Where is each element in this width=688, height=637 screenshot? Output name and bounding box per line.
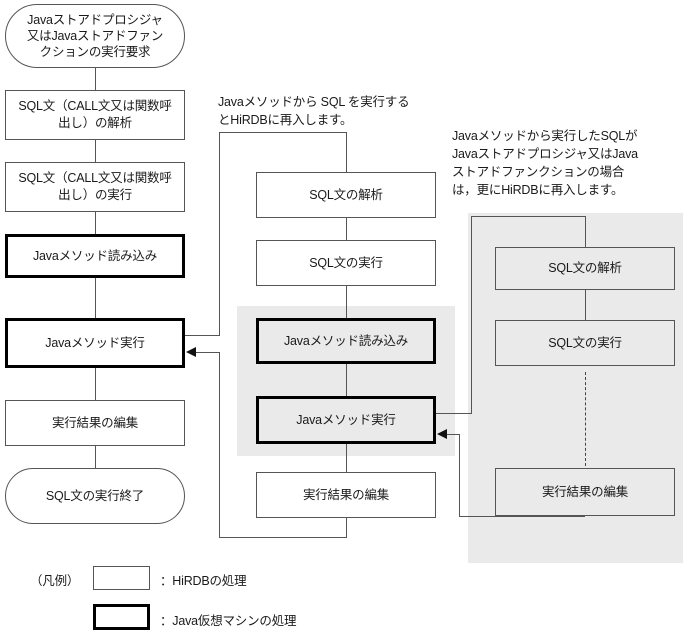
node-end-label: SQL文の実行終了: [45, 488, 145, 503]
node-middle-java-method-load: Javaメソッド読み込み: [256, 318, 436, 364]
legend-label: （凡例）: [30, 574, 80, 588]
node-left-result-edit: 実行結果の編集: [5, 400, 185, 446]
connector-middle-to-left-v: [219, 352, 220, 538]
node-left-sql-parse-label: SQL文（CALL文又は関数呼 出し）の解析: [18, 99, 172, 130]
connector-middle-to-left-h2: [195, 352, 220, 353]
node-left-java-method-execute-label: Javaメソッド実行: [45, 335, 145, 350]
connector-middle-to-right-h2: [471, 216, 585, 217]
connector-r1-to-r2: [585, 290, 586, 320]
connector-middle-to-left-h1: [219, 537, 346, 538]
connector-start-to-l1: [95, 68, 96, 90]
legend-swatch-jvm: [93, 604, 150, 630]
legend-swatch-hirdb: [93, 566, 150, 590]
note-right-nested-reentry: Javaメソッドから実行したSQLが Javaストアドプロシジャ又はJava ス…: [452, 129, 638, 198]
node-left-result-edit-label: 実行結果の編集: [51, 415, 139, 430]
connector-l4-to-l5: [95, 368, 96, 400]
connector-middle-to-right-h1: [436, 413, 471, 414]
connector-m1-to-m2: [346, 218, 347, 240]
node-middle-sql-execute: SQL文の実行: [256, 240, 436, 286]
connector-m3-to-m4: [346, 364, 347, 396]
node-middle-sql-execute-label: SQL文の実行: [309, 255, 383, 270]
connector-l1-to-l2: [95, 140, 96, 162]
connector-right-to-middle-v: [459, 434, 460, 517]
node-right-result-edit: 実行結果の編集: [495, 468, 675, 516]
connector-right-to-middle-h1: [459, 516, 585, 517]
connector-left-to-middle-v: [219, 132, 220, 336]
node-middle-result-edit: 実行結果の編集: [256, 472, 436, 518]
node-left-java-method-execute: Javaメソッド実行: [5, 318, 185, 368]
legend-text-jvm: ：Java仮想マシンの処理: [160, 614, 297, 628]
arrowhead-middle-to-left: [186, 347, 196, 357]
connector-left-to-middle-h2: [219, 132, 346, 133]
connector-m2-to-m3: [346, 286, 347, 318]
connector-m4-to-m5: [346, 444, 347, 472]
node-middle-result-edit-label: 実行結果の編集: [302, 487, 390, 502]
node-start-label: Javaストアドプロシジャ 又はJavaストアドファン クションの実行要求: [26, 12, 164, 60]
connector-l5-to-end: [95, 446, 96, 468]
node-left-sql-execute-label: SQL文（CALL文又は関数呼 出し）の実行: [18, 171, 172, 202]
node-right-sql-parse: SQL文の解析: [495, 247, 675, 290]
node-right-sql-execute: SQL文の実行: [495, 320, 675, 366]
legend-text-hirdb: ：HiRDBの処理: [160, 574, 247, 588]
node-middle-java-method-load-label: Javaメソッド読み込み: [283, 333, 408, 348]
connector-r2-to-r3-dashed: [585, 372, 586, 466]
connector-left-to-middle-drop: [346, 132, 347, 172]
node-left-sql-parse: SQL文（CALL文又は関数呼 出し）の解析: [5, 90, 185, 140]
node-right-result-edit-label: 実行結果の編集: [541, 484, 629, 499]
connector-middle-to-right-drop: [585, 216, 586, 247]
node-left-java-method-load: Javaメソッド読み込み: [5, 234, 185, 278]
node-left-java-method-load-label: Javaメソッド読み込み: [32, 248, 157, 263]
connector-right-to-middle-h2: [446, 434, 460, 435]
connector-left-to-middle-h1: [185, 335, 219, 336]
node-end-terminator: SQL文の実行終了: [5, 468, 185, 524]
node-left-sql-execute: SQL文（CALL文又は関数呼 出し）の実行: [5, 162, 185, 212]
connector-middle-to-right-v: [471, 216, 472, 414]
connector-l2-to-l3: [95, 212, 96, 234]
node-right-sql-parse-label: SQL文の解析: [548, 261, 622, 276]
node-start-terminator: Javaストアドプロシジャ 又はJavaストアドファン クションの実行要求: [5, 4, 185, 68]
node-right-sql-execute-label: SQL文の実行: [548, 335, 622, 350]
node-middle-sql-parse-label: SQL文の解析: [309, 187, 383, 202]
note-middle-reentry: Javaメソッドから SQL を実行する とHiRDBに再入します。: [218, 95, 410, 128]
node-middle-sql-parse: SQL文の解析: [256, 172, 436, 218]
connector-l3-to-l4: [95, 278, 96, 318]
arrowhead-right-to-middle: [437, 429, 447, 439]
connector-m5-to-return: [346, 518, 347, 538]
node-middle-java-method-execute-label: Javaメソッド実行: [296, 412, 396, 427]
node-middle-java-method-execute: Javaメソッド実行: [256, 396, 436, 444]
